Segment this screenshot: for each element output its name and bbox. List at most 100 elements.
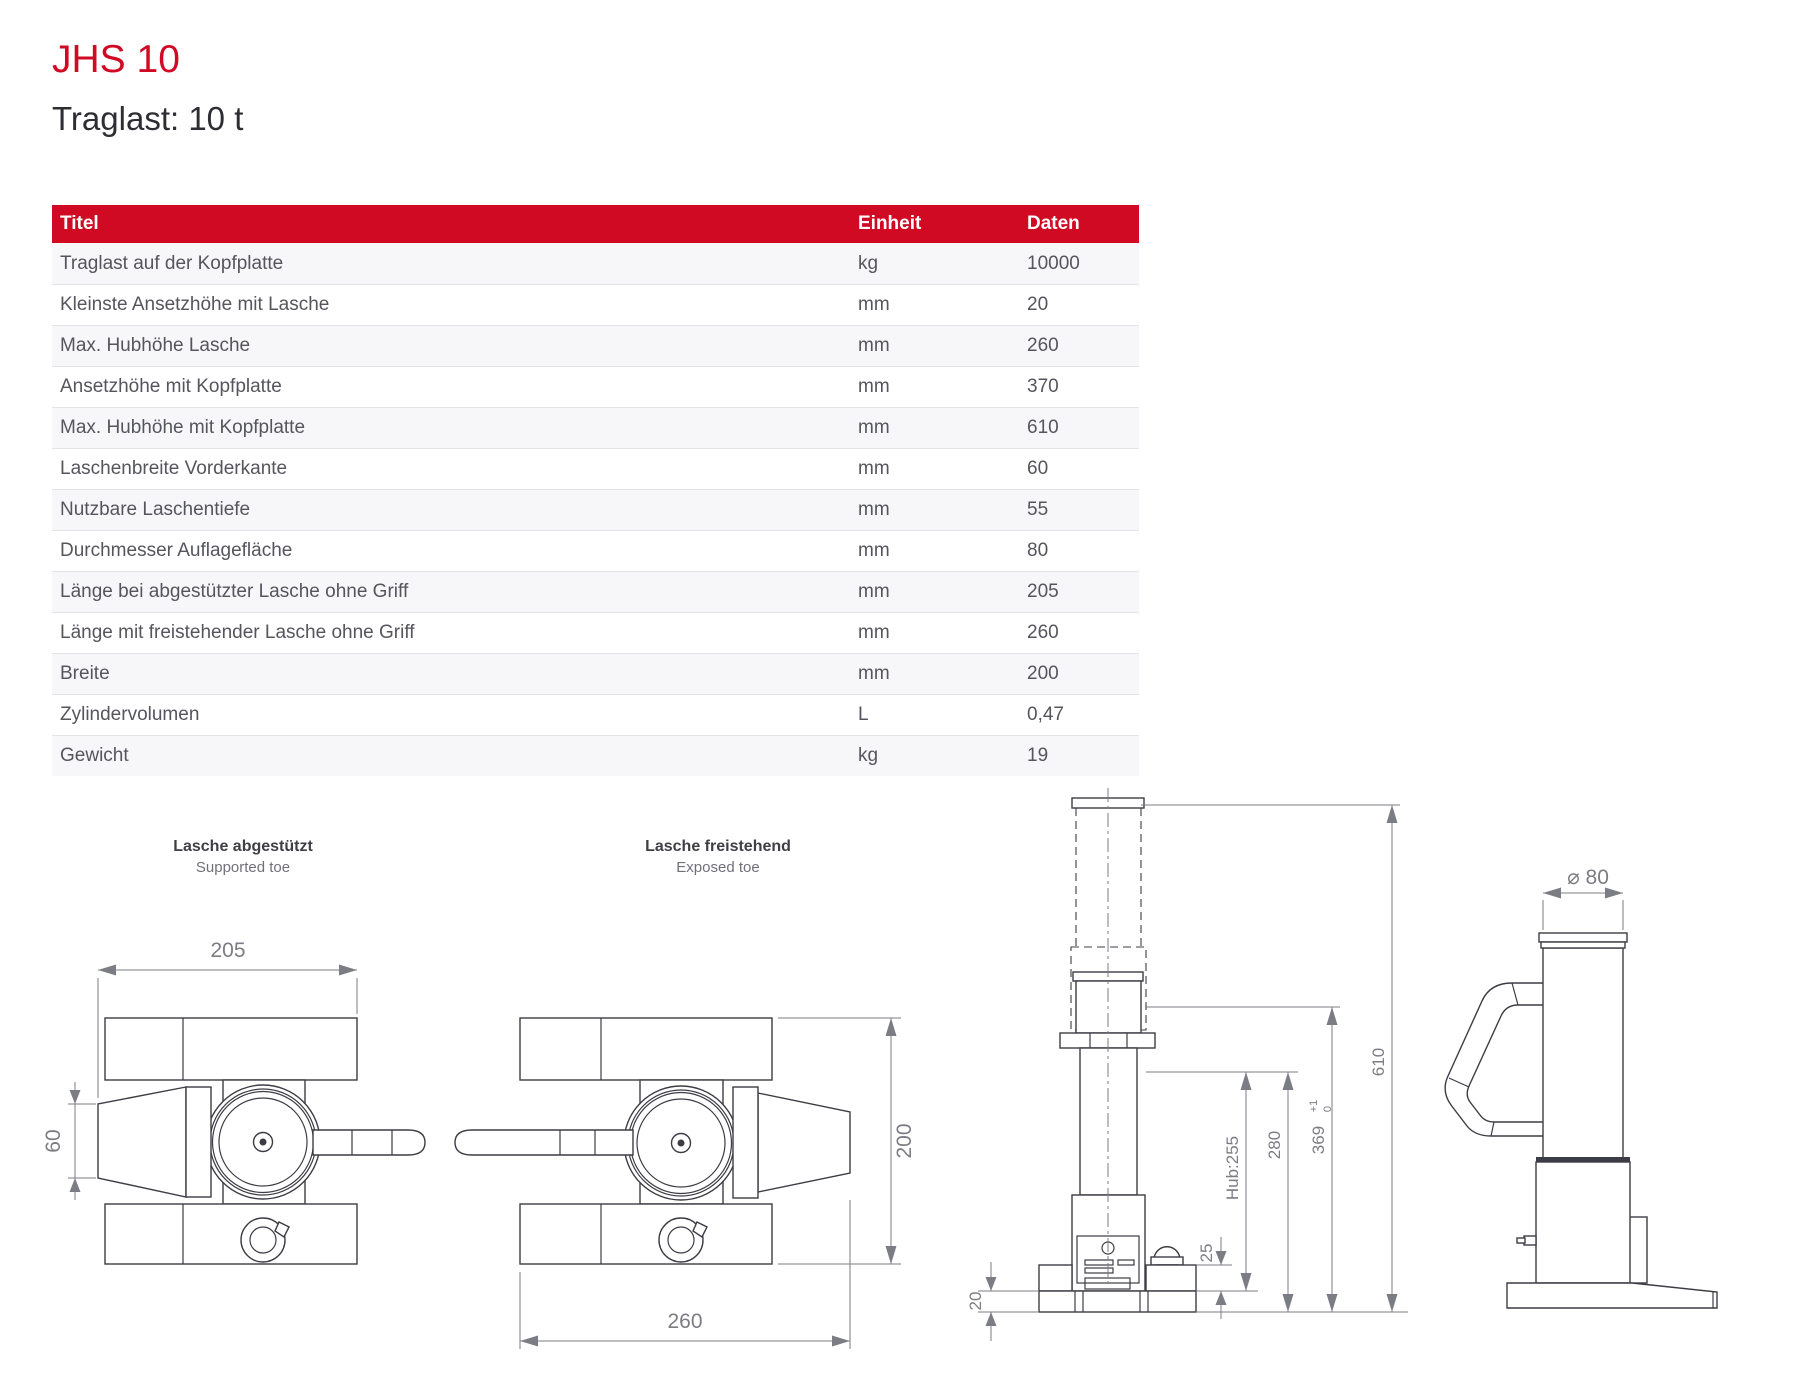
pump-body bbox=[1071, 1194, 1146, 1292]
head-cap bbox=[1538, 932, 1628, 943]
cell-daten: 80 bbox=[1027, 540, 1049, 561]
cell-titel: Ansetzhöhe mit Kopfplatte bbox=[60, 376, 282, 397]
dim-200: 200 bbox=[893, 1123, 916, 1158]
cell-daten: 10000 bbox=[1027, 252, 1080, 274]
cell-einheit: kg bbox=[858, 252, 879, 274]
side-view-body bbox=[1444, 932, 1718, 1309]
drawing-side-view: ⌀ 80 bbox=[1444, 866, 1718, 1309]
name-plate bbox=[1076, 1235, 1140, 1284]
cell-titel: Breite bbox=[60, 663, 110, 684]
drawing2-title-de: Lasche freistehend bbox=[645, 838, 791, 855]
spec-table-header: Titel Einheit Daten bbox=[52, 205, 1139, 243]
cell-titel: Max. Hubhöhe mit Kopfplatte bbox=[60, 417, 306, 438]
dim-25: 25 bbox=[1197, 1244, 1216, 1263]
page-subtitle: Traglast: 10 t bbox=[52, 100, 244, 137]
dim-205: 205 bbox=[210, 939, 245, 962]
cell-daten: 200 bbox=[1027, 663, 1059, 684]
cylinder bbox=[1079, 1047, 1138, 1196]
cell-titel: Traglast auf der Kopfplatte bbox=[60, 252, 284, 274]
cell-titel: Laschenbreite Vorderkante bbox=[60, 458, 288, 479]
cell-daten: 205 bbox=[1027, 581, 1059, 602]
cell-titel: Zylindervolumen bbox=[60, 704, 200, 725]
piston-cap-extended bbox=[1071, 797, 1145, 809]
toe-exposed bbox=[757, 1092, 851, 1193]
dim-260: 260 bbox=[667, 1310, 702, 1333]
carry-handle bbox=[1444, 982, 1546, 1137]
dim-369: 369 bbox=[1309, 1126, 1328, 1154]
exposed-toe-view bbox=[454, 1017, 851, 1265]
cell-einheit: mm bbox=[858, 622, 890, 643]
dim-369-tol-plus: +1 bbox=[1308, 1100, 1320, 1113]
cell-einheit: mm bbox=[858, 417, 890, 438]
head-cap bbox=[1072, 971, 1144, 982]
table-row: Ansetzhöhe mit Kopfplatte mm 370 bbox=[52, 366, 1139, 407]
head-flange bbox=[1059, 1032, 1156, 1049]
dim-hub: Hub:255 bbox=[1223, 1136, 1242, 1200]
front-elevation-body bbox=[1038, 788, 1197, 1313]
toe-right bbox=[1145, 1264, 1197, 1292]
cell-daten: 20 bbox=[1027, 294, 1049, 315]
cell-einheit: mm bbox=[858, 540, 890, 561]
drawing-supported-toe: Lasche abgestützt Supported toe 205 60 bbox=[42, 838, 426, 1265]
cell-einheit: L bbox=[858, 704, 869, 725]
page-title: JHS 10 bbox=[52, 38, 180, 81]
cell-daten: 260 bbox=[1027, 622, 1059, 643]
dim-280: 280 bbox=[1265, 1131, 1284, 1159]
header-einheit: Einheit bbox=[858, 213, 922, 234]
cell-titel: Durchmesser Auflagefläche bbox=[60, 540, 293, 561]
cell-titel: Kleinste Ansetzhöhe mit Lasche bbox=[60, 294, 330, 315]
dim-diameter: ⌀ 80 bbox=[1567, 866, 1609, 889]
dim-369-tol-zero: 0 bbox=[1322, 1106, 1334, 1112]
cylinder bbox=[1542, 947, 1624, 1161]
cell-titel: Länge bei abgestützter Lasche ohne Griff bbox=[60, 581, 409, 602]
cell-daten: 19 bbox=[1027, 745, 1049, 766]
cell-einheit: mm bbox=[858, 376, 890, 397]
toe-supported bbox=[97, 1086, 187, 1198]
cell-einheit: mm bbox=[858, 335, 890, 356]
dim-20: 20 bbox=[966, 1292, 985, 1311]
table-row: Gewicht kg 19 bbox=[52, 735, 1139, 776]
cell-daten: 370 bbox=[1027, 376, 1059, 397]
coupler-cap bbox=[1153, 1246, 1181, 1259]
cell-daten: 55 bbox=[1027, 499, 1049, 520]
cell-daten: 260 bbox=[1027, 335, 1059, 356]
dim-610: 610 bbox=[1369, 1048, 1388, 1076]
table-row: Nutzbare Laschentiefe mm 55 bbox=[52, 489, 1139, 530]
cell-daten: 60 bbox=[1027, 458, 1049, 479]
cell-einheit: mm bbox=[858, 458, 890, 479]
cell-daten: 610 bbox=[1027, 417, 1059, 438]
supported-toe-view bbox=[97, 1017, 426, 1265]
spec-table: Titel Einheit Daten Traglast auf der Kop… bbox=[52, 205, 1139, 776]
dim-60: 60 bbox=[42, 1129, 65, 1152]
table-row: Durchmesser Auflagefläche mm 80 bbox=[52, 530, 1139, 571]
table-row: Max. Hubhöhe mit Kopfplatte mm 610 bbox=[52, 407, 1139, 448]
cell-einheit: kg bbox=[858, 745, 879, 766]
header-titel: Titel bbox=[60, 213, 99, 234]
drawing-exposed-toe: Lasche freistehend Exposed toe 200 260 bbox=[454, 838, 916, 1349]
table-row: Kleinste Ansetzhöhe mit Lasche mm 20 bbox=[52, 284, 1139, 325]
coupler bbox=[1158, 1272, 1176, 1292]
handle-rod bbox=[312, 1129, 426, 1156]
cell-titel: Nutzbare Laschentiefe bbox=[60, 499, 251, 520]
handle-rod bbox=[454, 1129, 634, 1156]
lower-body bbox=[1535, 1161, 1631, 1284]
cell-einheit: mm bbox=[858, 499, 890, 520]
table-row: Länge bei abgestützter Lasche ohne Griff… bbox=[52, 571, 1139, 612]
header-daten: Daten bbox=[1027, 213, 1080, 234]
cell-daten: 0,47 bbox=[1027, 704, 1064, 725]
toe-left bbox=[1038, 1264, 1073, 1292]
cell-titel: Länge mit freistehender Lasche ohne Grif… bbox=[60, 622, 415, 643]
drawing-front-elevation: 610 369 +1 0 280 Hub:255 25 bbox=[966, 788, 1408, 1341]
cell-titel: Gewicht bbox=[60, 745, 129, 766]
table-row: Traglast auf der Kopfplatte kg 10000 bbox=[52, 243, 1139, 284]
cell-einheit: mm bbox=[858, 581, 890, 602]
cell-einheit: mm bbox=[858, 294, 890, 315]
table-row: Zylindervolumen L 0,47 bbox=[52, 694, 1139, 735]
table-row: Laschenbreite Vorderkante mm 60 bbox=[52, 448, 1139, 489]
cell-einheit: mm bbox=[858, 663, 890, 684]
grease-nipple bbox=[1523, 1235, 1537, 1246]
drawing2-title-en: Exposed toe bbox=[676, 859, 759, 876]
